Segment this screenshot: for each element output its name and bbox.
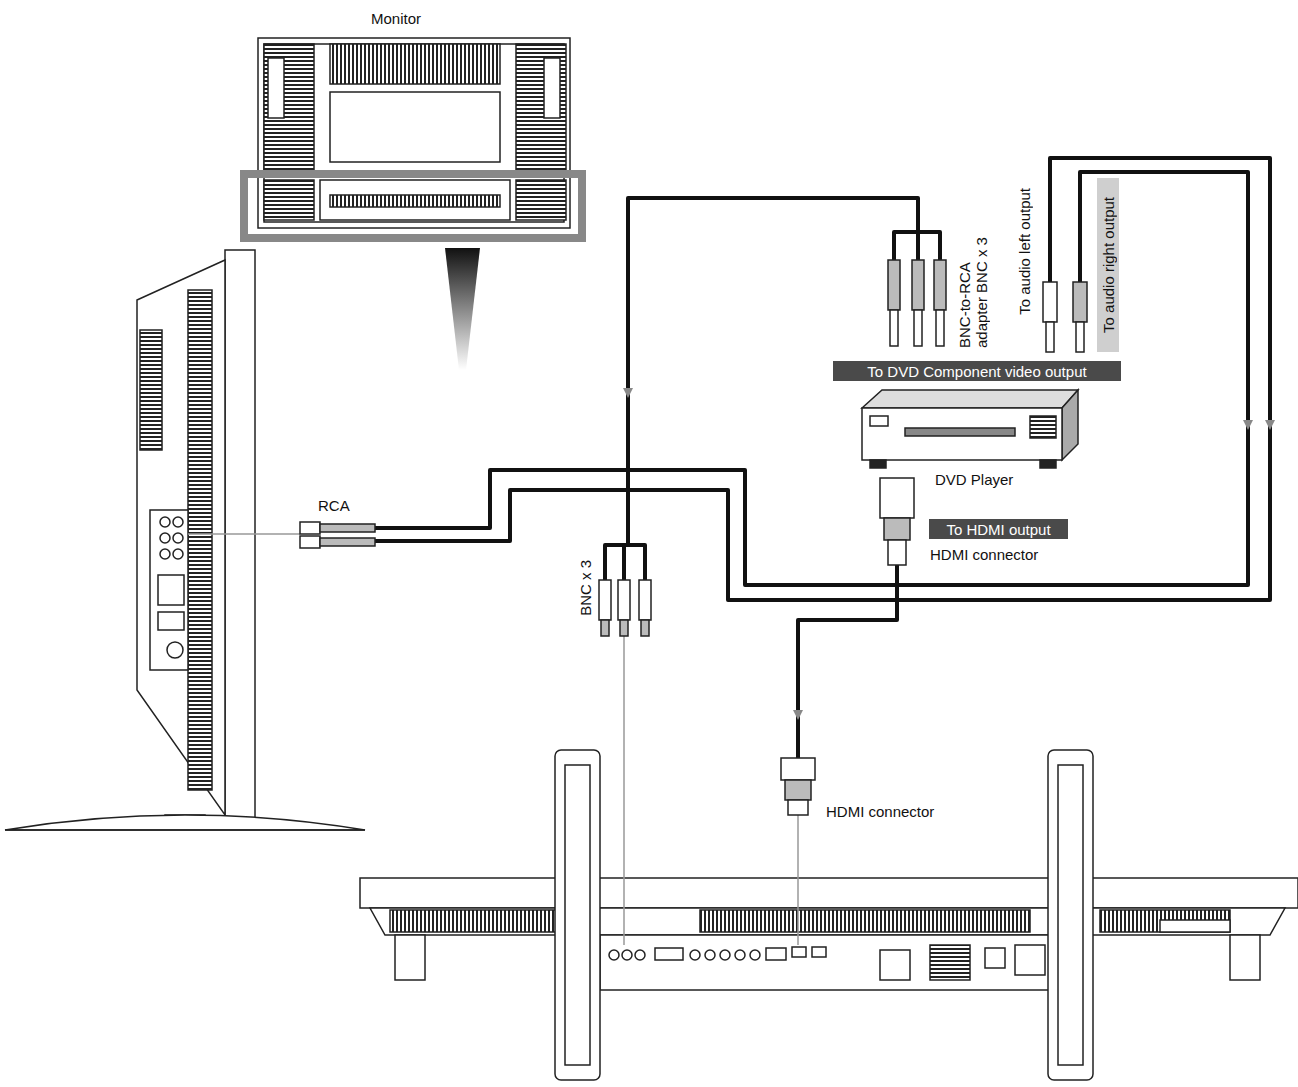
monitor-bottom: [360, 750, 1298, 1080]
label-band: To HDMI output: [929, 519, 1068, 539]
zoom-wedge: [445, 248, 480, 370]
diagram-label: To audio left output: [1016, 188, 1033, 315]
diagram-label: Monitor: [371, 10, 421, 27]
band-text: To HDMI output: [946, 521, 1050, 538]
label-band: To DVD Component video output: [833, 361, 1121, 381]
arrowheads: [623, 388, 1275, 720]
cables: [375, 158, 1270, 758]
highlight-frame: [244, 174, 582, 238]
band-text: To audio right output: [1100, 197, 1117, 333]
diagram-label: HDMI connector: [930, 546, 1038, 563]
diagram-label: DVD Player: [935, 471, 1013, 488]
diagram-label: BNC-to-RCA adapter BNC x 3: [956, 236, 990, 348]
diagram-label: HDMI connector: [826, 803, 934, 820]
diagram-label: RCA: [318, 497, 350, 514]
monitor-side: [5, 250, 365, 830]
label-band: To audio right output: [1097, 178, 1119, 352]
diagram-label: BNC x 3: [577, 560, 594, 616]
monitor-rear: [258, 38, 570, 228]
leader-lines: [188, 534, 798, 945]
band-text: To DVD Component video output: [867, 363, 1086, 380]
dvd-player: [862, 390, 1078, 468]
